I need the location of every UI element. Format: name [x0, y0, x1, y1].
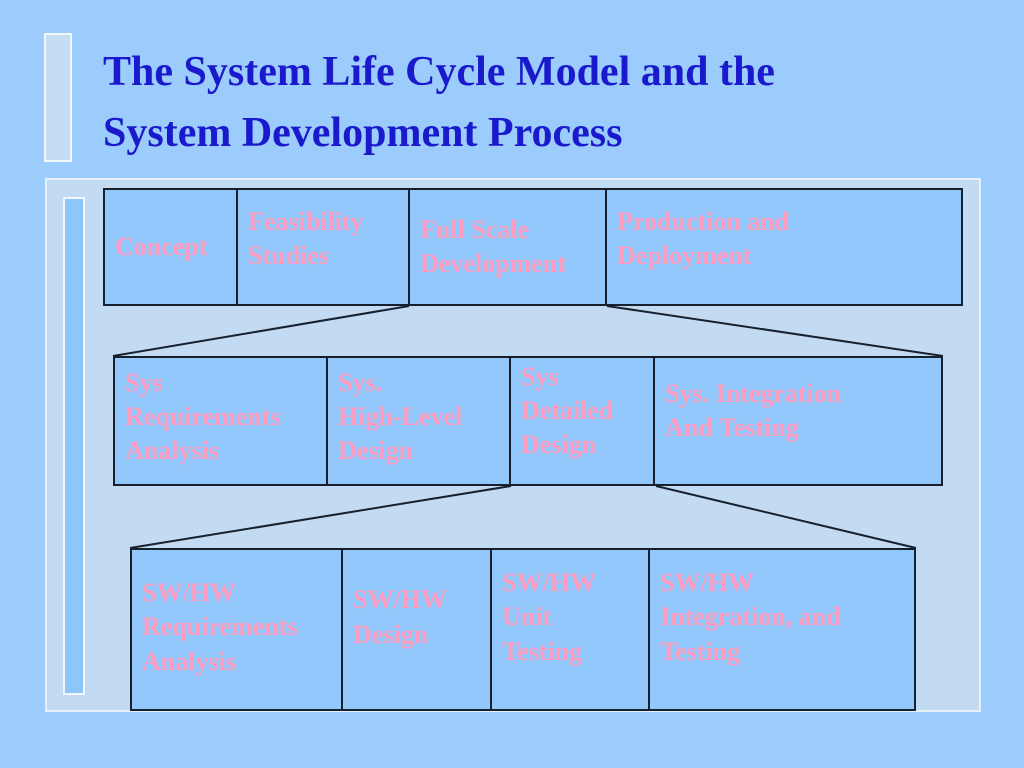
- diagram-cell-swhw-unit-testing[interactable]: SW/HW Unit Testing: [492, 550, 650, 709]
- diagram-cell-concept[interactable]: Concept: [105, 190, 238, 304]
- diagram-cell-label: Sys Requirements Analysis: [125, 367, 281, 466]
- diagram-cell-sys-requirements-analysis[interactable]: Sys Requirements Analysis: [115, 358, 328, 484]
- diagram-cell-swhw-integration-and-testing[interactable]: SW/HW Integration, and Testing: [650, 550, 914, 709]
- page-title: The System Life Cycle Model and the Syst…: [103, 49, 775, 156]
- diagram-cell-label: Sys. Integration And Testing: [665, 378, 842, 442]
- diagram-cell-label: SW/HW Unit Testing: [502, 568, 596, 666]
- diagram-cell-swhw-requirements-analysis[interactable]: SW/HW Requirements Analysis: [132, 550, 343, 709]
- diagram-row-life-cycle-phases: Concept Feasibility Studies Full Scale D…: [103, 188, 963, 306]
- diagram-cell-label: Feasibility Studies: [248, 206, 364, 270]
- diagram-cell-label: SW/HW Requirements Analysis: [142, 578, 298, 676]
- diagram-cell-production-and-deployment[interactable]: Production and Deployment: [607, 190, 961, 304]
- panel-accent-bar: [63, 197, 85, 695]
- diagram-cell-swhw-design[interactable]: SW/HW Design: [343, 550, 492, 709]
- diagram-row-system-development: Sys Requirements Analysis Sys. High-Leve…: [113, 356, 943, 486]
- diagram-cell-label: Production and Deployment: [617, 206, 790, 270]
- diagram-cell-sys-detailed-design[interactable]: Sys Detailed Design: [511, 358, 655, 484]
- title-accent-bar: [44, 33, 72, 162]
- diagram-row-sw-hw-development: SW/HW Requirements Analysis SW/HW Design…: [130, 548, 916, 711]
- diagram-cell-label: Sys Detailed Design: [521, 361, 614, 460]
- diagram-cell-label: SW/HW Integration, and Testing: [660, 568, 841, 666]
- diagram-cell-feasibility-studies[interactable]: Feasibility Studies: [238, 190, 410, 304]
- diagram-cell-sys-high-level-design[interactable]: Sys. High-Level Design: [328, 358, 511, 484]
- diagram-cell-label: Sys. High-Level Design: [338, 367, 463, 466]
- diagram-cell-full-scale-development[interactable]: Full Scale Development: [410, 190, 607, 304]
- diagram-cell-label: SW/HW Design: [353, 585, 447, 649]
- diagram-cell-sys-integration-and-testing[interactable]: Sys. Integration And Testing: [655, 358, 941, 484]
- diagram-cell-label: Full Scale Development: [420, 214, 566, 278]
- diagram-cell-label: Concept: [115, 231, 208, 261]
